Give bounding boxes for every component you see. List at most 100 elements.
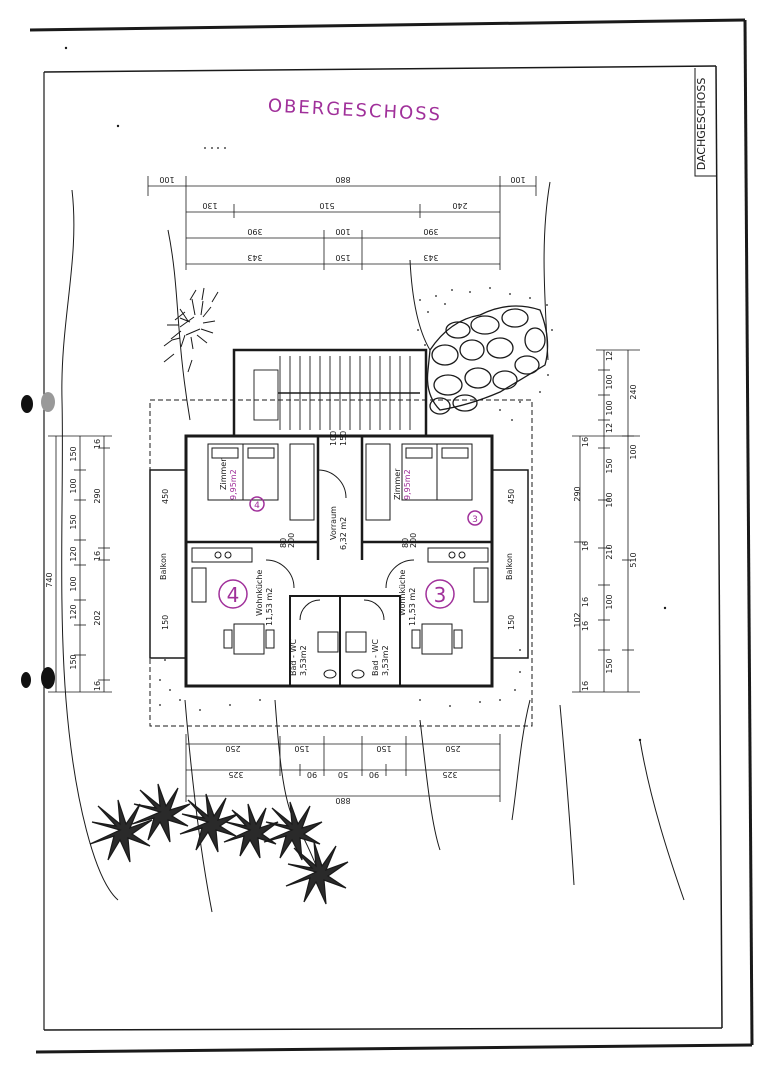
dim-left-right-4: 202 (93, 610, 102, 625)
dim-top-4b: 150 (335, 253, 350, 262)
sheet-title: OBERGESCHOSS (267, 95, 442, 125)
dim-left-inner-5: 100 (69, 576, 78, 591)
dim-top-2b: 510 (319, 201, 334, 210)
dim-top-1b: 880 (335, 175, 350, 184)
dim-bottom-1a: 250 (225, 744, 240, 753)
balkon-label-left: Balkon (159, 553, 168, 580)
dim-right-2a: 16 (581, 437, 590, 447)
dim-right-1d: 12 (605, 423, 614, 433)
unit-small-left: 4 (254, 501, 260, 511)
stair-dim-b: 150 (339, 431, 348, 446)
dim-right-1c: 100 (605, 400, 614, 415)
dim-bottom-1b: 150 (294, 744, 309, 753)
unit-number-right: 3 (434, 583, 447, 607)
dim-right-1b: 100 (605, 374, 614, 389)
dim-bottom-2e: 325 (442, 770, 457, 779)
side-label: DACHGESCHOSS (695, 78, 708, 171)
balkon-dim-left-b: 150 (161, 615, 170, 630)
room-area-zimmer-left: 9,95m2 (229, 469, 238, 500)
room-label-kitchen-left: Wohnküche (255, 570, 264, 616)
dim-left-inner-3: 150 (69, 514, 78, 529)
room-area-vorraum: 6,32 m2 (339, 517, 348, 550)
dimension-lines-bottom (185, 734, 501, 802)
dim-left-inner-4: 120 (69, 546, 78, 561)
room-area-bath-left: 3,53m2 (299, 645, 308, 676)
door-mark-1: 80 (279, 538, 288, 548)
dim-right-2g: 16 (581, 597, 590, 607)
terrain-lines (61, 181, 685, 913)
unit-markers (218, 496, 483, 609)
dim-top-3a: 390 (247, 227, 262, 236)
shrub (163, 287, 219, 373)
furniture (191, 443, 489, 679)
stair-dim-a: 100 (329, 431, 338, 446)
dim-left-right-3: 16 (93, 551, 102, 561)
dim-right-2h: 100 (605, 594, 614, 609)
dim-right-3b: 510 (629, 552, 638, 567)
dimension-lines-right (572, 349, 640, 693)
dim-top-2a: 130 (202, 201, 217, 210)
dim-right-2d: 16 (581, 541, 590, 551)
dim-right-1e: 240 (629, 384, 638, 399)
door-mark-2: 200 (287, 533, 296, 548)
dim-left-right-1: 16 (93, 439, 102, 449)
dim-bottom-2d: 90 (369, 770, 379, 779)
building-walls (149, 348, 529, 688)
dim-left-right-5: 16 (93, 681, 102, 691)
dim-left-right-2: 290 (93, 488, 102, 503)
ground-stipple (64, 46, 667, 742)
sheet-frame (29, 18, 754, 1054)
room-area-bath-right: 3,53m2 (381, 645, 390, 676)
unit-small-right: 3 (472, 515, 478, 525)
dim-right-3a: 290 (573, 486, 582, 501)
dim-top-1c: 100 (510, 175, 525, 184)
dim-right-2i: 16 (581, 621, 590, 631)
dim-bottom-3a: 880 (335, 796, 350, 805)
balkon-dim-left-a: 450 (161, 489, 170, 504)
dim-left-inner-7: 150 (69, 654, 78, 669)
room-area-kitchen-right: 11,53 m2 (408, 588, 417, 626)
dim-right-2c: 100 (605, 492, 614, 507)
dim-top-4a: 343 (247, 253, 262, 262)
dimension-lines-left (48, 435, 112, 693)
unit-number-left: 4 (227, 583, 240, 607)
dim-bottom-1c: 150 (376, 744, 391, 753)
dim-top-2c: 240 (452, 201, 467, 210)
binder-holes (21, 392, 55, 689)
dimension-lines-top (147, 176, 537, 270)
room-label-vorraum: Vorraum (329, 506, 338, 540)
dim-right-2f: 100 (629, 444, 638, 459)
dim-top-3c: 390 (423, 227, 438, 236)
room-label-bath-left: Bad - WC (289, 639, 298, 676)
room-label-zimmer-left: Zimmer (219, 458, 228, 490)
balkon-dim-right-a: 450 (507, 489, 516, 504)
room-label-zimmer-right: Zimmer (393, 468, 402, 500)
dim-bottom-2a: 325 (228, 770, 243, 779)
room-area-kitchen-left: 11,53 m2 (265, 588, 274, 626)
balkon-label-right: Balkon (505, 553, 514, 580)
room-label-bath-right: Bad - WC (371, 639, 380, 676)
room-label-kitchen-right: Wohnküche (398, 570, 407, 616)
door-mark-4: 200 (409, 533, 418, 548)
dim-right-2b: 150 (605, 458, 614, 473)
door-mark-3: 80 (401, 538, 410, 548)
dim-left-inner-6: 120 (69, 604, 78, 619)
balkon-dim-right-b: 150 (507, 615, 516, 630)
dim-left-inner-1: 150 (69, 446, 78, 461)
dim-right-2k: 16 (581, 681, 590, 691)
dim-top-1a: 100 (159, 175, 174, 184)
dim-bottom-2b: 90 (307, 770, 317, 779)
palm-trees (89, 783, 349, 905)
dim-right-2j: 150 (605, 658, 614, 673)
dim-left-inner-2: 100 (69, 478, 78, 493)
dim-right-2e: 210 (605, 544, 614, 559)
dim-top-4c: 343 (423, 253, 438, 262)
dim-bottom-1d: 250 (445, 744, 460, 753)
dim-top-3b: 100 (335, 227, 350, 236)
dim-right-3c: 102 (573, 612, 582, 627)
room-area-zimmer-right: 9,95m2 (403, 469, 412, 500)
dim-left-outer: 740 (45, 572, 54, 587)
dim-right-1a: 12 (605, 351, 614, 361)
